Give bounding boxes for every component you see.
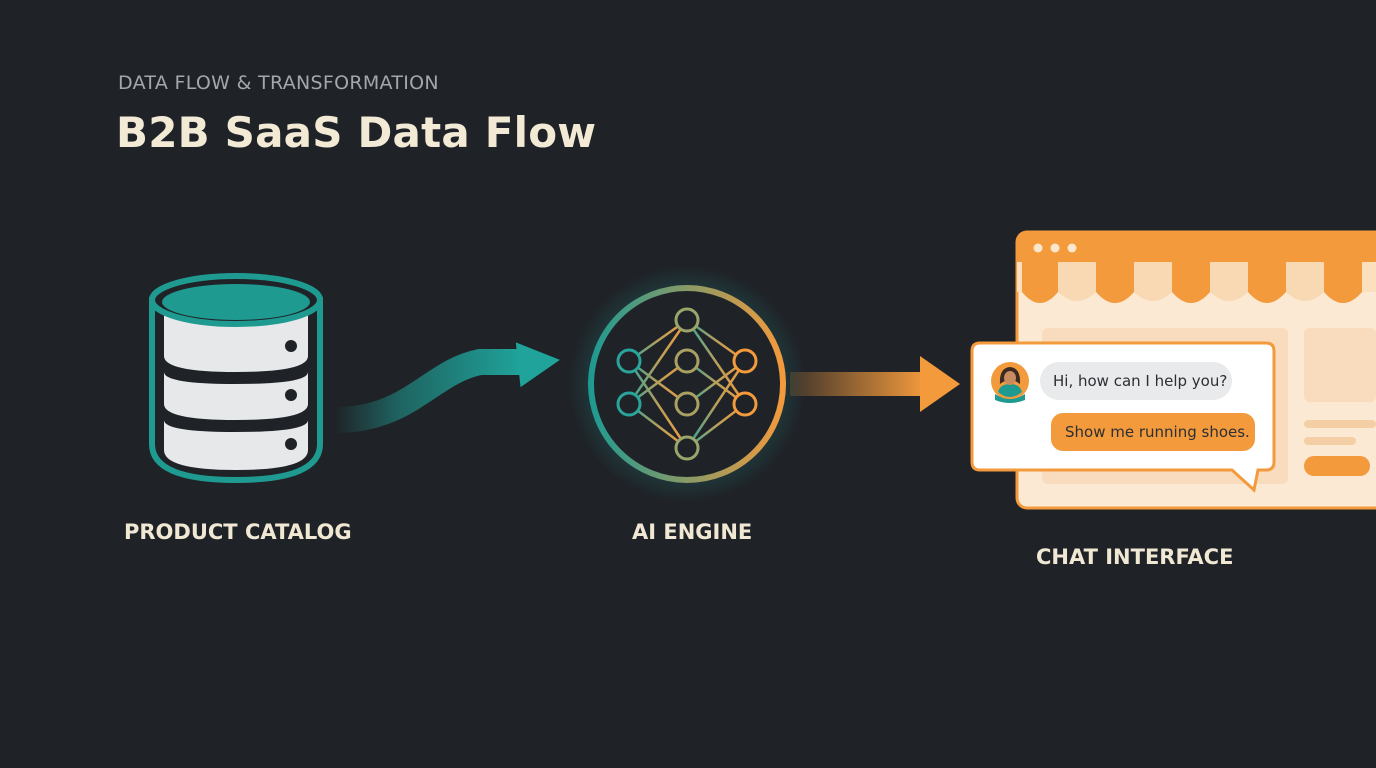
user-message-bubble — [1051, 413, 1255, 451]
arrow-catalog-to-engine — [334, 342, 560, 433]
chat-window — [970, 341, 1276, 493]
label-ai-engine: AI ENGINE — [632, 520, 753, 544]
user-message-text: Show me running shoes. — [1065, 423, 1250, 441]
bot-message-text: Hi, how can I help you? — [1053, 372, 1228, 390]
label-chat-interface: CHAT INTERFACE — [1036, 545, 1234, 569]
label-product-catalog: PRODUCT CATALOG — [124, 520, 352, 544]
avatar — [991, 362, 1029, 403]
neural-network-icon — [569, 266, 805, 502]
database-icon — [149, 273, 323, 484]
page-title: B2B SaaS Data Flow — [116, 108, 597, 157]
arrow-engine-to-chat — [790, 356, 960, 412]
eyebrow-label: DATA FLOW & TRANSFORMATION — [118, 72, 439, 94]
bot-message-bubble — [1040, 362, 1232, 400]
